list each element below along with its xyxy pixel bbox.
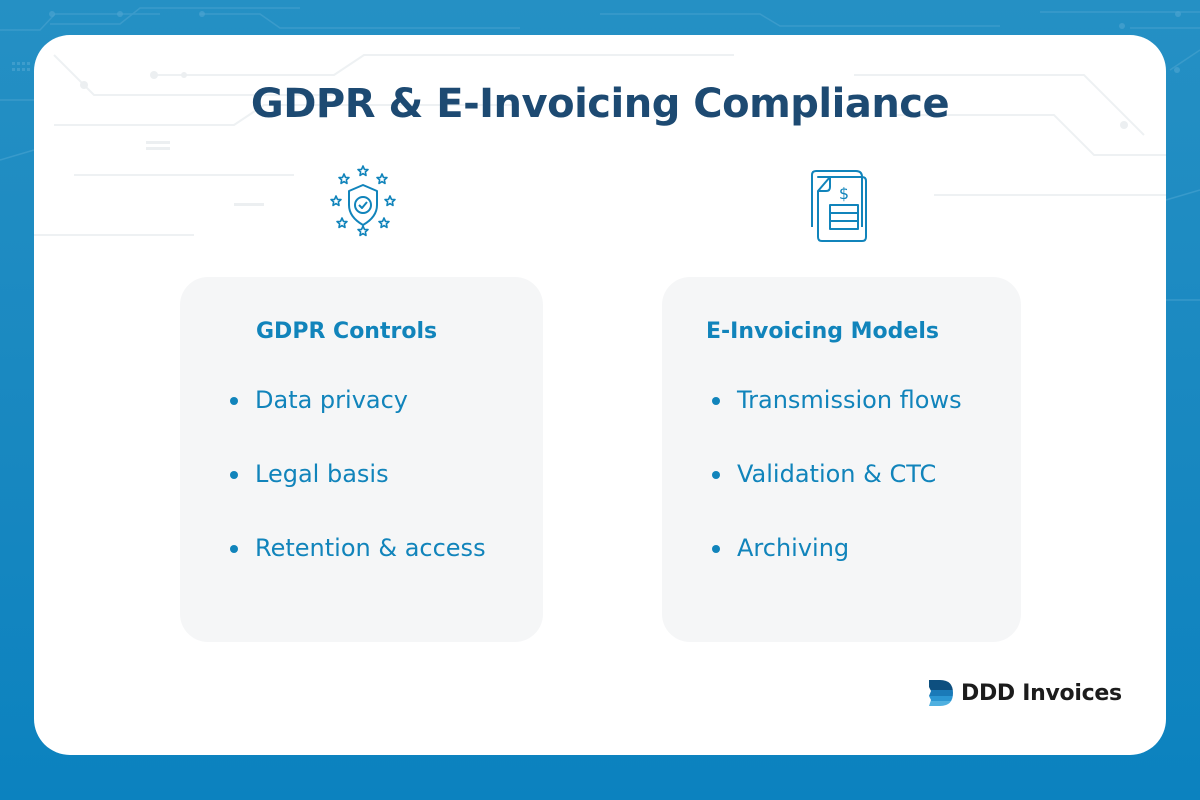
- e-invoicing-models-card: E-Invoicing Models Transmission flows Va…: [662, 277, 1021, 642]
- page-title: GDPR & E-Invoicing Compliance: [250, 81, 950, 127]
- invoice-dollar-icon: $: [811, 170, 867, 242]
- list-item: Transmission flows: [706, 383, 962, 457]
- bullet-list: Transmission flows Validation & CTC Arch…: [706, 383, 962, 605]
- gdpr-controls-card: GDPR Controls Data privacy Legal basis R…: [180, 277, 543, 642]
- bullet-icon: [230, 471, 238, 479]
- list-item: Archiving: [706, 531, 962, 605]
- brand-logo: DDD Invoices: [926, 680, 1122, 706]
- shield-check-stars-icon: [330, 165, 396, 237]
- bullet-icon: [712, 545, 720, 553]
- card-heading: E-Invoicing Models: [706, 319, 939, 344]
- bullet-icon: [712, 471, 720, 479]
- bullet-list: Data privacy Legal basis Retention & acc…: [224, 383, 486, 605]
- ddd-logo-icon: [929, 680, 953, 706]
- bullet-icon: [230, 545, 238, 553]
- list-item: Legal basis: [224, 457, 486, 531]
- svg-text:$: $: [839, 184, 849, 203]
- list-item: Data privacy: [224, 383, 486, 457]
- brand-name: DDD Invoices: [961, 680, 1122, 706]
- list-item: Retention & access: [224, 531, 486, 605]
- bullet-icon: [230, 397, 238, 405]
- content-panel: GDPR & E-Invoicing Compliance: [34, 35, 1166, 755]
- panel-circuit-decoration: [34, 54, 1166, 236]
- bullet-icon: [712, 397, 720, 405]
- card-heading: GDPR Controls: [256, 319, 438, 344]
- list-item: Validation & CTC: [706, 457, 962, 531]
